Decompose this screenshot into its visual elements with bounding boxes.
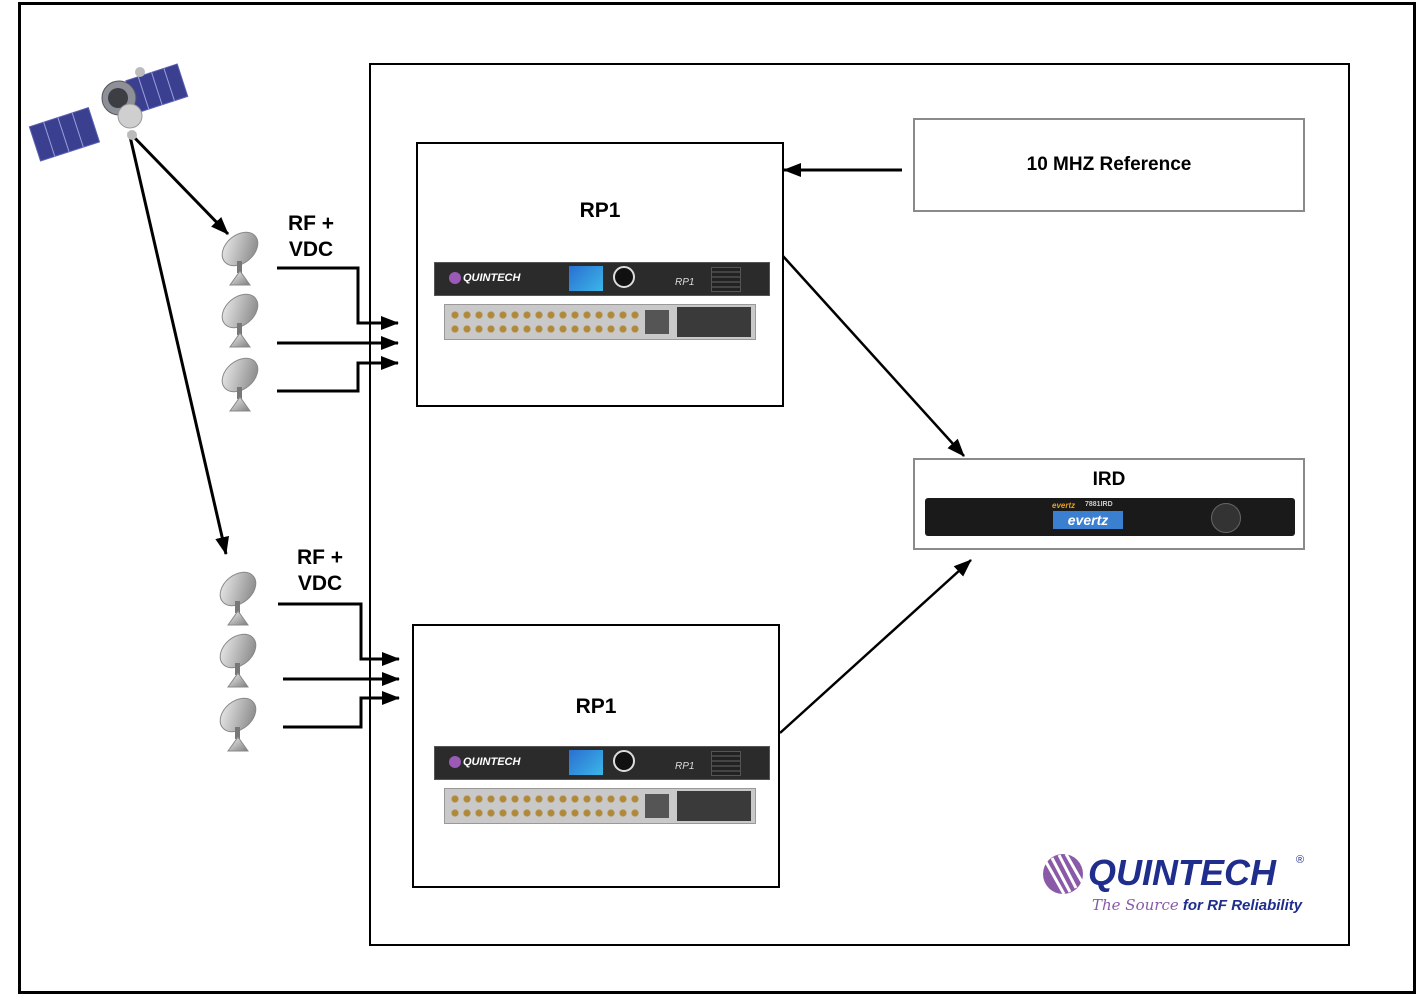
satellite-dish-icon [221,293,259,348]
rp1-top-to-ird-arrow [781,254,965,457]
network-ports [645,310,669,334]
satellite-dish-icon [219,697,257,752]
panel-knob [613,750,635,772]
registered-mark: ® [1296,854,1305,866]
brand-logo-icon [449,272,461,284]
panel-knob [613,266,635,288]
reference-box[interactable]: 10 MHZ Reference [913,118,1305,212]
ird-display: evertz [1053,511,1123,529]
dish-group-1 [210,225,270,415]
panel-screen [569,750,603,775]
reference-title: 10 MHZ Reference [1026,154,1192,175]
rf-connectors [449,792,639,820]
satellite [22,58,192,163]
downlink-arrow-2 [127,131,230,555]
rp1-rear-panel [444,304,756,340]
satellite-dish-icon [221,357,259,412]
quintech-logo: QUINTECH ® The Source for RF Reliability [1040,852,1310,922]
rp1-title: RP1 [579,199,621,222]
panel-vent [711,751,741,776]
rp1-title: RP1 [575,695,617,718]
panel-brand: QUINTECH [463,272,521,284]
label-line: RF + [287,212,335,235]
feed-line-2c [283,691,400,729]
dish-group-2 [208,565,268,755]
downlink-arrow-1 [127,130,230,236]
ird-model: 7881IRD [1085,501,1113,508]
rp1-box-bottom[interactable]: RP1 QUINTECH RP1 [412,624,780,888]
ird-front-panel: evertz 7881IRD evertz [925,498,1295,536]
satellite-dish-icon [221,231,259,286]
feed-line-1a [277,266,399,330]
satellite-dish-icon [219,571,257,626]
label-line: VDC [297,572,343,595]
satellite-icon [28,63,189,162]
panel-screen [569,266,603,291]
tagline-rest: for RF Reliability [1178,897,1303,914]
brand-logo-icon [449,756,461,768]
tagline-script: The Source [1092,896,1179,914]
feed-line-1c [277,356,399,393]
satellite-dish-icon [219,633,257,688]
ird-knob [1211,503,1241,533]
rp1-bottom-to-ird-arrow [779,559,972,734]
network-ports [645,794,669,818]
rp1-front-panel: QUINTECH RP1 [434,746,770,780]
ird-title: IRD [1092,469,1126,490]
rf-vdc-label-2: RF + VDC [285,545,355,597]
rp1-front-panel: QUINTECH RP1 [434,262,770,296]
ird-box[interactable]: IRD evertz 7881IRD evertz [913,458,1305,550]
rf-vdc-label-1: RF + VDC [276,211,346,263]
quintech-tagline: The Source for RF Reliability [1092,896,1302,914]
power-supplies [677,307,751,337]
panel-model: RP1 [675,761,695,772]
power-supplies [677,791,751,821]
rp1-rear-panel [444,788,756,824]
system-boundary-frame [369,63,1350,946]
rf-connectors [449,308,639,336]
quintech-logo-icon [1043,853,1084,895]
panel-brand: QUINTECH [463,756,521,768]
rp1-box-top[interactable]: RP1 QUINTECH RP1 [416,142,784,407]
panel-model: RP1 [675,277,695,288]
feed-line-2a [278,602,400,666]
panel-vent [711,267,741,292]
label-line: RF + [296,546,344,569]
ird-brand-small: evertz [1052,501,1076,510]
label-line: VDC [288,238,334,261]
diagram-outer-frame [18,2,1416,994]
quintech-wordmark: QUINTECH [1088,852,1276,893]
